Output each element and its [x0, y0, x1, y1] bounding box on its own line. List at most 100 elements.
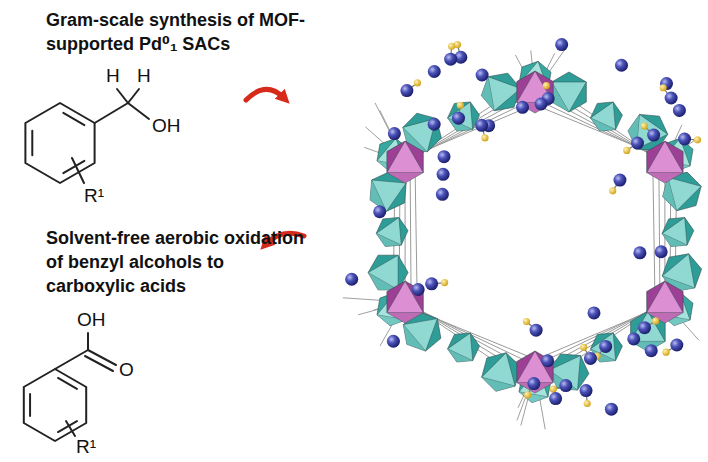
- metal-octahedron-face: [647, 173, 683, 184]
- metal-octahedron: [387, 141, 423, 183]
- palladium-atom: [615, 59, 628, 72]
- substituent-label: R¹: [84, 186, 104, 205]
- zr-octahedron-face: [403, 319, 437, 352]
- double-bond-line: [29, 394, 31, 416]
- sulfur-atom: [609, 187, 616, 194]
- palladium-atom: [613, 174, 626, 187]
- bond-line: [117, 89, 128, 103]
- atom-label: OH: [152, 116, 181, 135]
- sulfur-atom: [543, 82, 550, 89]
- zr-octahedron-face: [482, 377, 515, 391]
- atom-label: OH: [77, 310, 106, 329]
- bond-line: [55, 350, 88, 369]
- linker-line: [415, 170, 417, 294]
- palladium-atom: [476, 68, 489, 81]
- zr-octahedron-face: [591, 118, 616, 131]
- sulfur-atom: [550, 385, 557, 392]
- bond-line: [128, 103, 149, 119]
- substituent-line: [72, 158, 84, 183]
- sulfur-atom: [623, 147, 630, 154]
- sulfur-atom: [448, 43, 455, 50]
- linker-line: [535, 302, 665, 372]
- palladium-atom: [670, 339, 683, 352]
- zr-octahedron-face: [662, 233, 687, 246]
- palladium-atom: [475, 119, 488, 132]
- palladium-atom: [627, 332, 640, 345]
- atom-label: O: [119, 360, 134, 379]
- atom-label: H: [137, 66, 151, 85]
- metal-octahedron: [647, 281, 683, 323]
- sulfur-atom: [457, 102, 464, 109]
- benzene-ring: [24, 369, 86, 441]
- metal-octahedron: [517, 351, 553, 393]
- sulfur-atom: [694, 136, 701, 143]
- bond-line: [128, 89, 139, 103]
- zr-octahedron: [552, 72, 587, 112]
- sulfur-atom: [524, 391, 531, 398]
- palladium-atom: [400, 84, 413, 97]
- zr-octahedron-face: [403, 325, 425, 352]
- metal-octahedron-face: [387, 313, 423, 324]
- zr-octahedron-face: [519, 392, 548, 403]
- palladium-atom: [444, 53, 457, 66]
- sulfur-atom: [441, 279, 448, 286]
- sulfur-atom: [660, 84, 667, 91]
- zr-octahedron-face: [481, 77, 494, 111]
- sulfur-atom: [584, 400, 591, 407]
- zr-octahedron-face: [376, 233, 401, 246]
- palladium-atom: [387, 335, 400, 348]
- metal-octahedron: [517, 71, 553, 113]
- palladium-atom: [549, 392, 562, 405]
- palladium-atom: [541, 354, 554, 367]
- palladium-atom: [584, 352, 597, 365]
- palladium-atom: [655, 245, 668, 258]
- sulfur-atom: [414, 79, 421, 86]
- palladium-atom: [530, 324, 543, 337]
- zr-octahedron: [448, 333, 480, 362]
- palladium-atom: [452, 112, 465, 125]
- palladium-atom: [599, 340, 612, 353]
- palladium-atom: [527, 377, 540, 390]
- zr-octahedron: [591, 102, 623, 131]
- sulfur-atom: [662, 349, 669, 356]
- palladium-atom: [665, 92, 678, 105]
- atom-label: H: [106, 66, 120, 85]
- linker-line: [417, 100, 545, 154]
- bond-line: [87, 333, 89, 350]
- palladium-atom: [516, 101, 529, 114]
- palladium-atom: [580, 384, 593, 397]
- substituent-line: [66, 421, 75, 436]
- palladium-atom: [647, 129, 660, 142]
- zr-octahedron: [482, 353, 521, 392]
- bond-line: [85, 356, 113, 371]
- sulfur-atom: [523, 318, 530, 325]
- palladium-atom: [412, 283, 425, 296]
- zr-octahedron: [376, 218, 408, 247]
- mof-framework: [343, 38, 702, 429]
- palladium-atom: [645, 344, 658, 357]
- palladium-atom: [436, 188, 449, 201]
- sulfur-atom: [481, 134, 488, 141]
- bond-line: [88, 350, 116, 365]
- palladium-atom: [555, 38, 568, 51]
- zr-octahedron: [448, 102, 480, 131]
- palladium-atom: [437, 168, 450, 181]
- metal-octahedron-face: [647, 281, 683, 313]
- palladium-atom: [535, 98, 548, 111]
- palladium-atom: [373, 205, 386, 218]
- palladium-atom: [425, 277, 438, 290]
- linker-line: [653, 170, 655, 294]
- sulfur-atom: [580, 344, 587, 351]
- benzene-ring: [25, 103, 94, 183]
- palladium-atom: [428, 65, 441, 78]
- palladium-atom: [587, 306, 600, 319]
- palladium-atom: [388, 127, 401, 140]
- sulfur-atom: [652, 317, 659, 324]
- palladium-atom: [428, 118, 441, 131]
- substituent-label: R¹: [76, 437, 96, 456]
- double-bond-line: [31, 131, 33, 155]
- palladium-atom: [605, 403, 618, 416]
- sulfur-atom: [641, 123, 648, 130]
- palladium-atom: [631, 137, 644, 150]
- bond-line: [95, 103, 128, 123]
